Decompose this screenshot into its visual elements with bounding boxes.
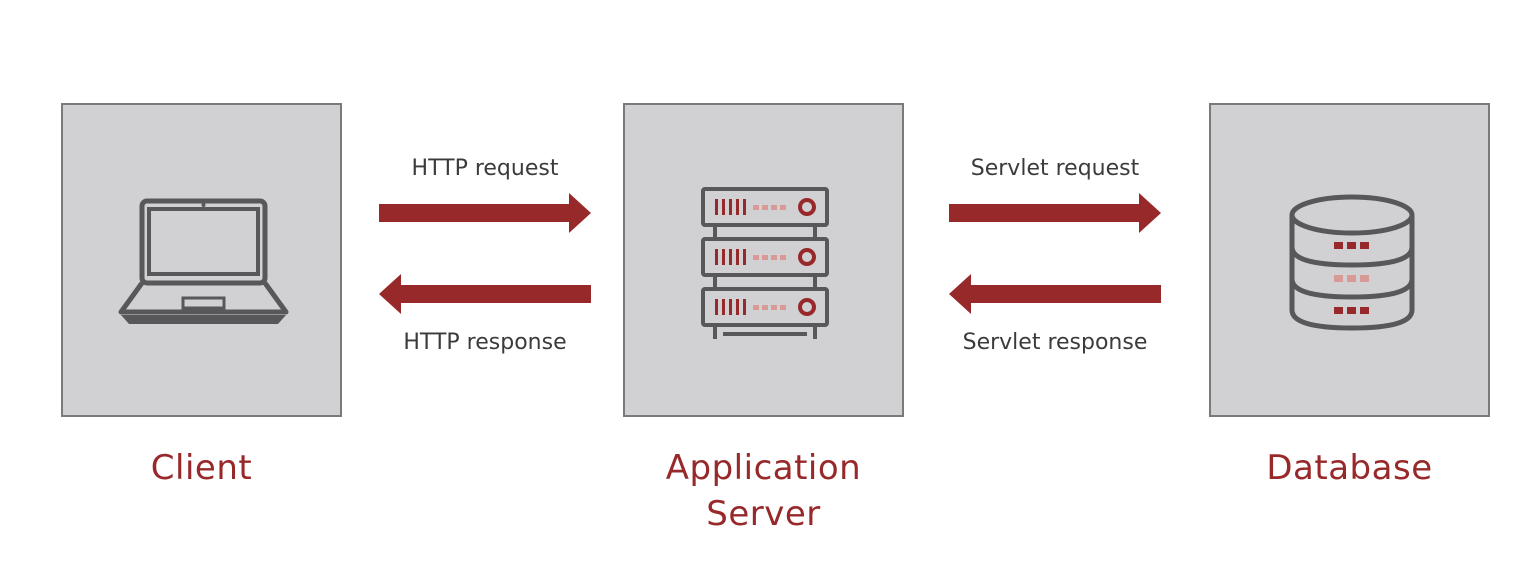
client-node (61, 103, 342, 417)
http-response-label: HTTP response (403, 330, 567, 355)
application-server-label-line2: Server (706, 494, 821, 534)
servlet-response-arrow (949, 274, 1161, 314)
http-request-arrow (379, 193, 591, 233)
laptop-icon (118, 198, 289, 324)
servlet-request-label: Servlet request (970, 156, 1140, 181)
http-response-arrow (379, 274, 591, 314)
servlet-request-arrow (949, 193, 1161, 233)
database-label: Database (1266, 448, 1433, 488)
database-node (1209, 103, 1490, 417)
application-server-label-line1: Application (665, 448, 862, 488)
server-rack-icon (701, 187, 829, 339)
http-request-label: HTTP request (411, 156, 559, 181)
application-server-node (623, 103, 904, 417)
servlet-response-label: Servlet response (962, 330, 1148, 355)
database-icon (1289, 194, 1415, 331)
application-server-label: Application Server (623, 445, 904, 537)
client-label: Client (150, 448, 253, 488)
